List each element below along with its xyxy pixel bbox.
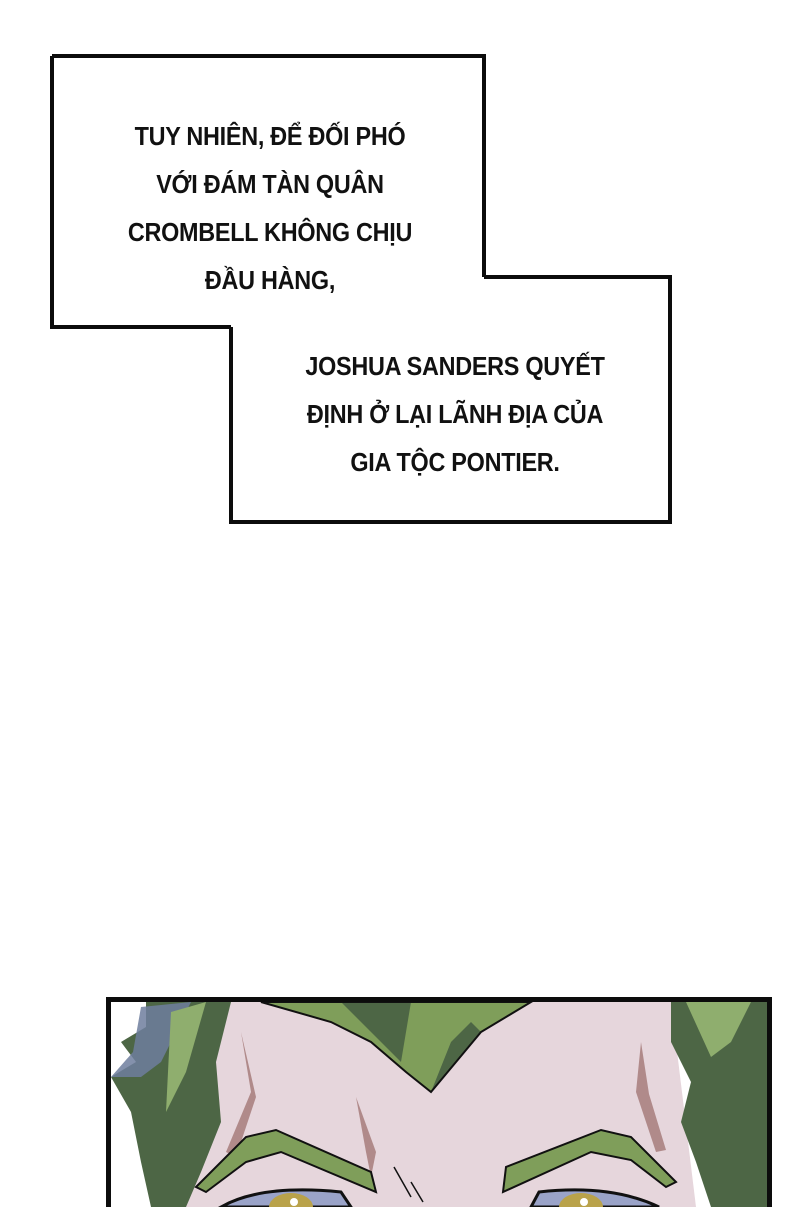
face-illustration: [111, 1002, 767, 1207]
caption-line: ĐỊNH Ở LẠI LÃNH ĐỊA CỦA: [306, 399, 604, 429]
caption-box-1-text: TUY NHIÊN, ĐỂ ĐỐI PHÓ VỚI ĐÁM TÀN QUÂN C…: [99, 112, 441, 304]
caption-line: TUY NHIÊN, ĐỂ ĐỐI PHÓ: [134, 121, 406, 151]
caption-box-2-text: JOSHUA SANDERS QUYẾT ĐỊNH Ở LẠI LÃNH ĐỊA…: [275, 342, 635, 486]
caption-line: VỚI ĐÁM TÀN QUÂN: [156, 169, 384, 199]
caption-line: GIA TỘC PONTIER.: [350, 447, 560, 477]
caption-line: ĐẦU HÀNG,: [204, 265, 336, 295]
caption-boxes-outline: [50, 54, 672, 524]
caption-line: JOSHUA SANDERS QUYẾT: [305, 351, 605, 381]
comic-panel-face-closeup: [106, 997, 772, 1207]
caption-line: CROMBELL KHÔNG CHỊU: [127, 217, 413, 247]
